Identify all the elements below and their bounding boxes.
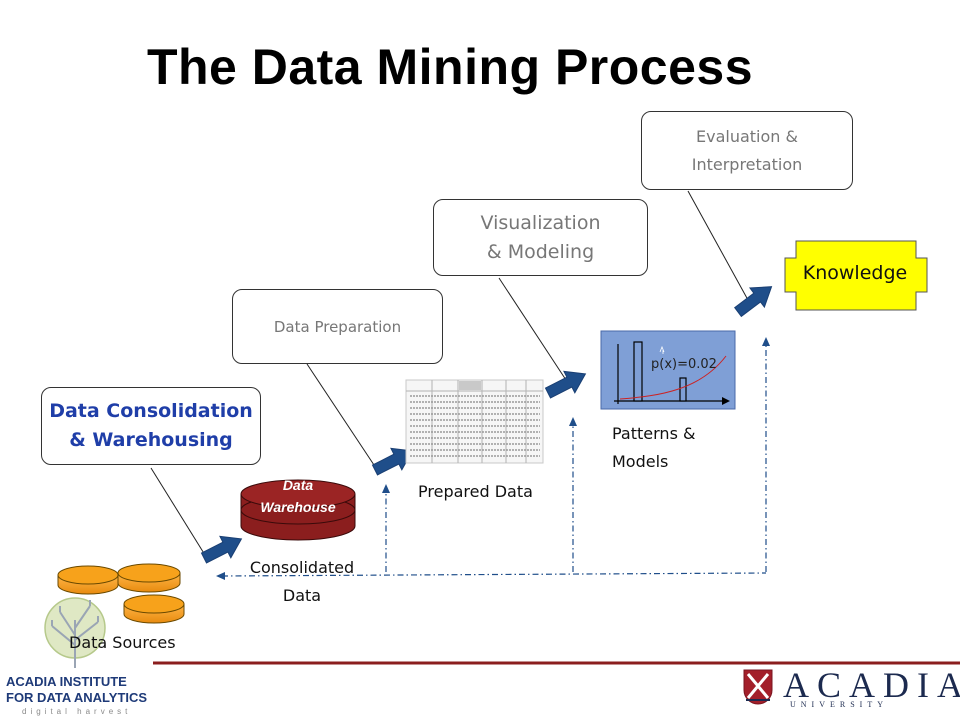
callout-evaluation-interpretation: Evaluation & Interpretation bbox=[641, 111, 853, 190]
label-data-sources: Data Sources bbox=[69, 633, 176, 652]
label-data-warehouse: Data Warehouse bbox=[260, 477, 336, 516]
knowledge-badge bbox=[784, 240, 928, 311]
callout-evaluation-interpretation-text: Evaluation & Interpretation bbox=[691, 126, 803, 174]
process-arrow-1 bbox=[200, 535, 243, 564]
crest-icon bbox=[743, 669, 773, 705]
callout-data-consolidation-text: Data Consolidation & Warehousing bbox=[49, 399, 253, 451]
leader-line-evaluation bbox=[687, 190, 749, 301]
feedback-line-bottom bbox=[221, 572, 767, 577]
leader-line-consolidation bbox=[150, 467, 206, 556]
feedback-arrowhead-left bbox=[216, 572, 225, 580]
leader-line-visualization bbox=[498, 277, 567, 381]
process-arrow-3 bbox=[544, 370, 587, 399]
model-chart-icon bbox=[600, 330, 736, 410]
university-logo-name: ACADIA bbox=[783, 665, 960, 705]
callout-data-preparation: Data Preparation bbox=[232, 289, 443, 364]
institute-logo-line1: ACADIA INSTITUTE bbox=[6, 674, 127, 689]
spreadsheet-thumbnail-icon bbox=[405, 379, 544, 464]
institute-logo-tagline: digital harvest bbox=[22, 707, 132, 716]
callout-visualization-modeling: Visualization & Modeling bbox=[433, 199, 648, 276]
label-patterns-models: Patterns & Models bbox=[612, 424, 696, 471]
label-consolidated-data: Consolidated Data bbox=[249, 558, 355, 605]
page-title: The Data Mining Process bbox=[146, 39, 754, 95]
tree-logo-icon bbox=[44, 597, 106, 668]
institute-logo-line2: FOR DATA ANALYTICS bbox=[6, 690, 148, 705]
data-warehouse-cylinder bbox=[240, 479, 356, 541]
label-prepared-data: Prepared Data bbox=[418, 482, 533, 501]
feedback-arrowhead-1 bbox=[382, 484, 390, 493]
callout-visualization-modeling-text: Visualization & Modeling bbox=[480, 212, 601, 263]
callout-data-preparation-text: Data Preparation bbox=[273, 317, 402, 336]
process-arrow-4 bbox=[733, 286, 773, 318]
label-knowledge: Knowledge bbox=[802, 262, 908, 284]
leader-line-preparation bbox=[306, 363, 377, 469]
label-formula: p(x)=0.02 bbox=[651, 357, 717, 372]
data-sources-disks bbox=[57, 563, 185, 624]
feedback-arrowhead-3 bbox=[762, 337, 770, 346]
university-logo-sub: UNIVERSITY bbox=[790, 700, 888, 709]
callout-data-consolidation: Data Consolidation & Warehousing bbox=[41, 387, 261, 465]
feedback-arrowhead-2 bbox=[569, 417, 577, 426]
